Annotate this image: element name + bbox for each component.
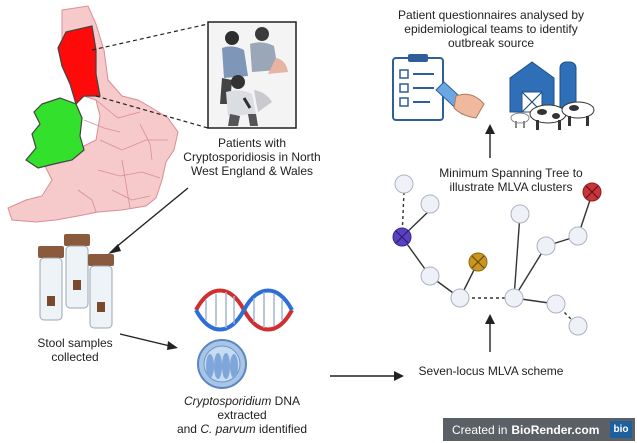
patients-label-line-2: Cryptosporidiosis in North	[183, 150, 321, 164]
mst-label-line-1: Minimum Spanning Tree to	[439, 166, 583, 180]
stool-sample-tubes	[38, 234, 114, 329]
questionnaires-label-line-2: epidemiological teams to identify	[404, 22, 578, 36]
stool-label-line-1: Stool samples	[37, 336, 113, 350]
north-west-england-region	[57, 25, 101, 106]
dna-label-species: C. parvum	[200, 422, 256, 436]
dna-label-organism: Cryptosporidium	[183, 394, 272, 408]
badge-created-text: Created in	[452, 422, 508, 437]
biorender-logo: bio	[610, 421, 632, 438]
questionnaires-label: Patient questionnaires analysed by epide…	[388, 8, 594, 50]
map-england-wales	[7, 5, 179, 223]
dna-label-pre: and	[176, 422, 201, 436]
badge-brand-text: BioRender.com	[511, 422, 600, 437]
stool-label-line-2: collected	[51, 350, 99, 364]
dna-label-post: identified	[255, 422, 308, 436]
patients-illustration	[207, 21, 297, 129]
wales-region	[25, 97, 85, 169]
mst-label: Minimum Spanning Tree to illustrate MLVA…	[436, 166, 586, 194]
stool-label: Stool samples collected	[20, 336, 130, 364]
patients-label-line-3: West England & Wales	[190, 164, 314, 178]
cryptosporidium-oocyst	[197, 339, 247, 389]
questionnaire-clipboard	[392, 54, 485, 121]
minimum-spanning-tree	[392, 174, 602, 336]
dna-label-line-1: Cryptosporidium DNA extracted	[158, 394, 326, 422]
questionnaires-label-line-1: Patient questionnaires analysed by	[397, 8, 585, 22]
mlva-label: Seven-locus MLVA scheme	[418, 364, 564, 378]
dna-label: Cryptosporidium DNA extracted and C. par…	[158, 394, 326, 436]
questionnaires-label-line-3: outbreak source	[447, 36, 535, 50]
patients-label: Patients with Cryptosporidiosis in North…	[172, 136, 332, 178]
mst-label-line-2: illustrate MLVA clusters	[449, 180, 573, 194]
farm-illustration	[509, 61, 595, 130]
dna-helix	[194, 288, 294, 332]
patients-label-line-1: Patients with	[217, 136, 287, 150]
dna-label-line-2: and C. parvum identified	[158, 422, 326, 436]
biorender-badge[interactable]: Created in BioRender.com bio	[443, 418, 635, 441]
dna-label-rest: DNA extracted	[217, 394, 301, 422]
